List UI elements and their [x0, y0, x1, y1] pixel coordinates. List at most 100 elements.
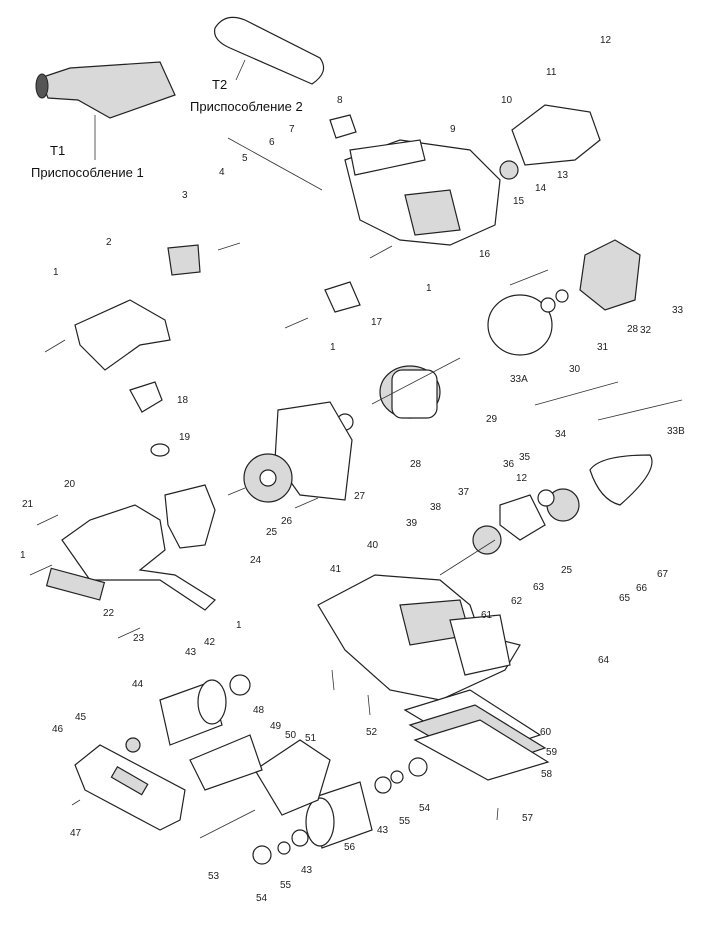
part-callout: 51 — [305, 733, 317, 744]
part-callout: 55 — [399, 816, 411, 827]
part-callout: 62 — [511, 596, 523, 607]
attachment-1-name: Приспособление 1 — [31, 165, 144, 180]
part-callout: 44 — [132, 679, 144, 690]
rear-roller — [305, 757, 428, 849]
bearing-plate-and-fan — [243, 401, 353, 503]
part-callout: 5 — [242, 153, 248, 164]
side-cover — [74, 744, 186, 831]
part-callout: 41 — [330, 564, 342, 575]
part-callout: 12 — [600, 35, 612, 46]
part-callout: 39 — [406, 518, 418, 529]
part-callout: 27 — [354, 491, 366, 502]
part-callout: 12 — [516, 473, 528, 484]
part-callout: 28 — [410, 459, 422, 470]
part-callout: 21 — [22, 499, 34, 510]
part-callout: 58 — [541, 769, 553, 780]
part-callout: 47 — [70, 828, 82, 839]
part-callout: 54 — [419, 803, 431, 814]
part-callout: 1 — [330, 342, 336, 353]
part-callout: 18 — [177, 395, 189, 406]
part-callout: 66 — [636, 583, 648, 594]
cables — [534, 381, 683, 421]
base-frame — [317, 574, 521, 701]
part-callout: 13 — [557, 170, 569, 181]
part-callout: 33A — [510, 374, 528, 385]
part-callout: 52 — [366, 727, 378, 738]
part-callout: 20 — [64, 479, 76, 490]
part-callout: 45 — [75, 712, 87, 723]
attachment-1-nozzle — [35, 61, 176, 160]
drive-belt-and-gears — [439, 454, 653, 576]
attachment-2-code: T2 — [212, 77, 228, 92]
part-callout: 1 — [236, 620, 242, 631]
part-callout: 50 — [285, 730, 297, 741]
part-callout: 8 — [337, 95, 343, 106]
part-callout: 25 — [266, 527, 278, 538]
part-callout: 35 — [519, 452, 531, 463]
part-callout: 10 — [501, 95, 513, 106]
part-callout: 60 — [540, 727, 552, 738]
platen-plates — [403, 689, 550, 781]
part-callout: 59 — [546, 747, 558, 758]
part-callout: 16 — [479, 249, 491, 260]
part-callout: 11 — [546, 67, 557, 78]
part-callout: 56 — [344, 842, 356, 853]
part-callout: 37 — [458, 487, 470, 498]
part-callout: 22 — [103, 608, 115, 619]
attachment-2-belt — [213, 16, 325, 85]
part-callout: 43 — [301, 865, 313, 876]
part-callout: 31 — [597, 342, 609, 353]
part-callout: 63 — [533, 582, 545, 593]
rear-cover — [499, 104, 601, 180]
part-callout: 23 — [133, 633, 145, 644]
part-callout: 38 — [430, 502, 442, 513]
dust-guard — [45, 484, 216, 611]
part-callout: 53 — [208, 871, 220, 882]
part-callout: 67 — [657, 569, 669, 580]
part-callout: 2 — [106, 237, 112, 248]
part-callout: 6 — [269, 137, 275, 148]
part-callout: 33B — [667, 426, 685, 437]
part-callout: 3 — [182, 190, 188, 201]
part-callout: 25 — [561, 565, 573, 576]
part-callout: 28 — [627, 324, 639, 335]
part-callout: 29 — [486, 414, 498, 425]
part-callout: 40 — [367, 540, 379, 551]
part-callout: 32 — [640, 325, 652, 336]
part-callout: 46 — [52, 724, 64, 735]
part-callout: 54 — [256, 893, 268, 904]
part-callout: 30 — [569, 364, 581, 375]
part-callout: 43 — [377, 825, 389, 836]
part-callout: 26 — [281, 516, 293, 527]
part-callout: 33 — [672, 305, 684, 316]
front-roller — [125, 674, 251, 753]
attachment-1-code: T1 — [50, 143, 66, 158]
part-callout: 1 — [426, 283, 432, 294]
part-callout: 48 — [253, 705, 265, 716]
armature — [336, 357, 461, 431]
part-callout: 57 — [522, 813, 534, 824]
tension-lever — [189, 734, 331, 865]
part-callout: 65 — [619, 593, 631, 604]
part-callout: 1 — [20, 550, 26, 561]
part-callout: 17 — [371, 317, 383, 328]
part-callout: 61 — [481, 610, 493, 621]
attachment-2-name: Приспособление 2 — [190, 99, 303, 114]
part-callout: 42 — [204, 637, 216, 648]
part-callout: 14 — [535, 183, 547, 194]
part-callout: 43 — [185, 647, 197, 658]
part-callout: 1 — [53, 267, 59, 278]
motor-housing — [344, 139, 501, 246]
part-callout: 55 — [280, 880, 292, 891]
part-callout: 19 — [179, 432, 191, 443]
part-callout: 7 — [289, 124, 295, 135]
part-callout: 36 — [503, 459, 515, 470]
left-small-parts — [74, 114, 361, 457]
part-callout: 4 — [219, 167, 225, 178]
part-callout: 15 — [513, 196, 525, 207]
part-callout: 9 — [450, 124, 456, 135]
part-callout: 49 — [270, 721, 282, 732]
field-coil — [487, 239, 641, 356]
fasteners — [29, 242, 549, 821]
